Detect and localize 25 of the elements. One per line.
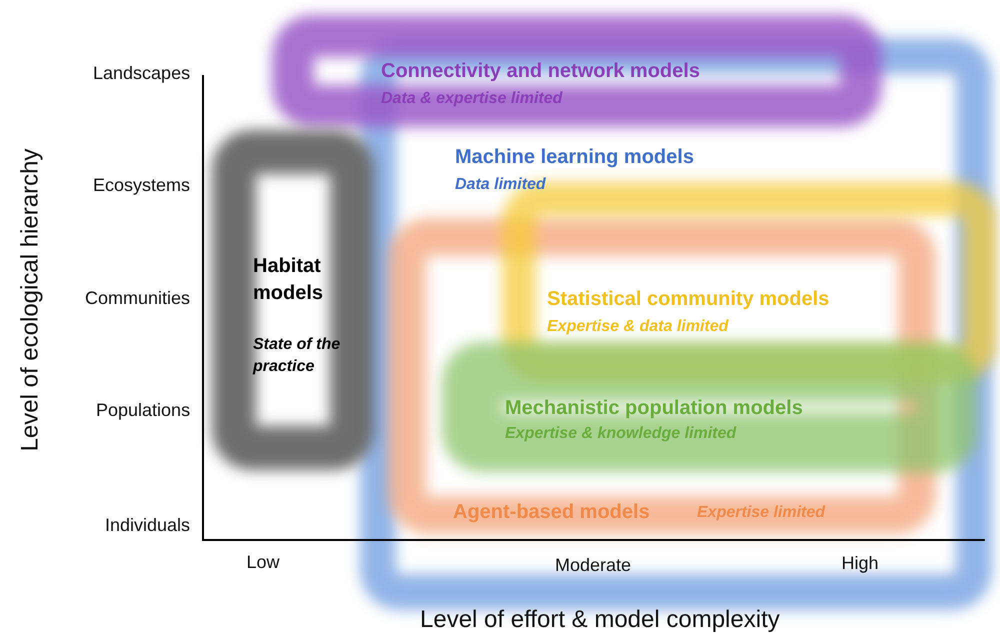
tick-label: Communities: [85, 288, 190, 308]
axis-title: Level of effort & model complexity: [420, 606, 780, 634]
band-title: Agent-based models: [453, 500, 650, 525]
tick-label: Populations: [96, 400, 190, 420]
band-note: Expertise & knowledge limited: [505, 424, 736, 444]
band-title: Mechanistic population models: [505, 396, 803, 421]
tick-label: Low: [246, 552, 280, 572]
tick-label: Moderate: [555, 554, 632, 576]
model-band: [212, 130, 374, 470]
model-band: [360, 38, 992, 610]
axis-title: Level of ecological hierarchy: [16, 148, 44, 452]
tick-label: Landscapes: [93, 62, 190, 84]
band-note: Data & expertise limited: [381, 89, 562, 109]
band-note: Data limited: [455, 175, 546, 195]
band-note: State of the practice: [253, 335, 342, 377]
band-note: Expertise limited: [697, 503, 826, 523]
model-band: [272, 15, 882, 127]
band-title: Connectivity and network models: [381, 59, 700, 84]
band-title: Habitat models: [253, 254, 324, 306]
tick-label: Ecosystems: [93, 174, 190, 196]
band-title: Machine learning models: [455, 145, 694, 170]
band-note: Expertise & data limited: [547, 317, 728, 337]
tick-label: High: [842, 552, 879, 574]
band-title: Statistical community models: [547, 287, 830, 312]
tick-label: Individuals: [105, 514, 190, 536]
